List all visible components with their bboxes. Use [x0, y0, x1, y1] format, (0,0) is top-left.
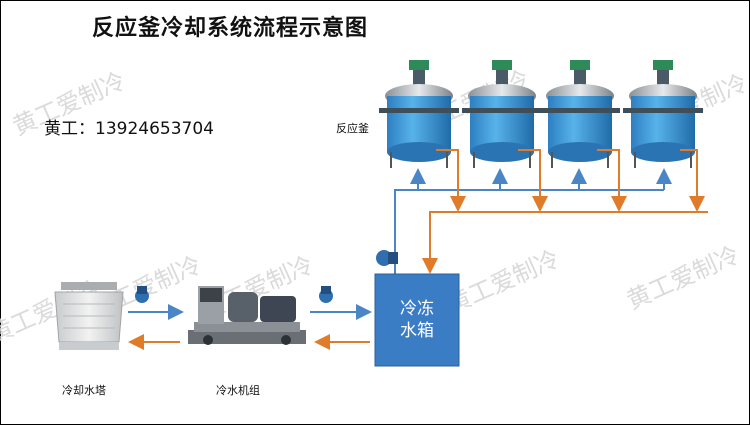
- cooling-tower: [54, 282, 124, 350]
- chiller-tank-lines: [310, 304, 372, 350]
- chiller-label: 冷水机组: [216, 384, 260, 397]
- reactor-3: [540, 60, 620, 168]
- reactor-1: [379, 60, 459, 168]
- return-line: [422, 149, 708, 274]
- contact-text: 黄工：13924653704: [44, 119, 214, 139]
- reactor-4: [623, 60, 703, 168]
- chilled-water-tank-label: 冷冻 水箱: [376, 298, 458, 342]
- tower-chiller-lines: [128, 304, 184, 350]
- reactor-2: [462, 60, 542, 168]
- pump-icon: [135, 286, 149, 303]
- tank-label-line1: 冷冻: [400, 299, 434, 319]
- chiller-unit: [188, 286, 306, 345]
- supply-line: [394, 168, 672, 274]
- diagram-title: 反应釜冷却系统流程示意图: [92, 16, 369, 41]
- cooling-tower-label: 冷却水塔: [62, 384, 106, 397]
- chilled-water-tank: [374, 273, 460, 367]
- reactor-label: 反应釜: [336, 122, 369, 135]
- pump-icon: [376, 250, 398, 266]
- tank-label-line2: 水箱: [400, 321, 434, 341]
- pump-icon: [319, 286, 333, 303]
